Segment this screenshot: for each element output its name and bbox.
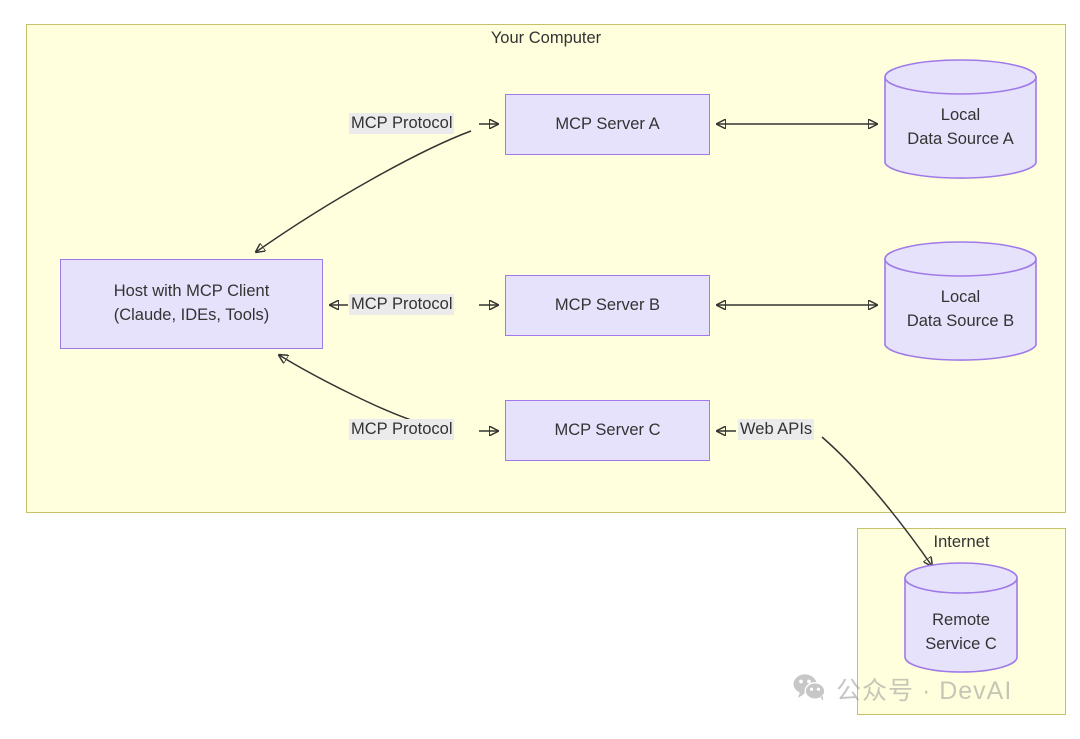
wechat-icon bbox=[793, 673, 827, 706]
container-your-computer-title: Your Computer bbox=[490, 29, 602, 47]
cylinder-top bbox=[884, 241, 1037, 277]
container-internet-title: Internet bbox=[933, 533, 990, 551]
edge-label-web-apis: Web APIs bbox=[738, 419, 815, 440]
node-mcp-server-c[interactable]: MCP Server C bbox=[505, 400, 710, 461]
cylinder-local-data-source-b[interactable] bbox=[884, 241, 1037, 363]
node-mcp-server-c-label: MCP Server C bbox=[554, 420, 661, 439]
edge-label-mcp-protocol-b: MCP Protocol bbox=[349, 294, 455, 315]
node-mcp-server-b[interactable]: MCP Server B bbox=[505, 275, 710, 336]
cylinder-remote-service-c[interactable] bbox=[904, 562, 1018, 673]
cylinder-local-data-source-a[interactable] bbox=[884, 59, 1037, 181]
node-mcp-server-b-label: MCP Server B bbox=[554, 295, 661, 314]
cylinder-body bbox=[904, 577, 1018, 673]
node-mcp-server-a-label: MCP Server A bbox=[555, 114, 660, 133]
node-mcp-server-a[interactable]: MCP Server A bbox=[505, 94, 710, 155]
cylinder-top bbox=[904, 562, 1018, 594]
node-host-with-mcp-client[interactable]: Host with MCP Client (Claude, IDEs, Tool… bbox=[60, 259, 323, 349]
node-host-line-1: Host with MCP Client bbox=[113, 282, 270, 301]
edge-label-mcp-protocol-a: MCP Protocol bbox=[349, 113, 455, 134]
cylinder-top bbox=[884, 59, 1037, 95]
cylinder-body bbox=[884, 76, 1037, 179]
edge-label-mcp-protocol-c: MCP Protocol bbox=[349, 419, 455, 440]
node-host-line-2: (Claude, IDEs, Tools) bbox=[113, 306, 270, 324]
cylinder-body bbox=[884, 258, 1037, 361]
